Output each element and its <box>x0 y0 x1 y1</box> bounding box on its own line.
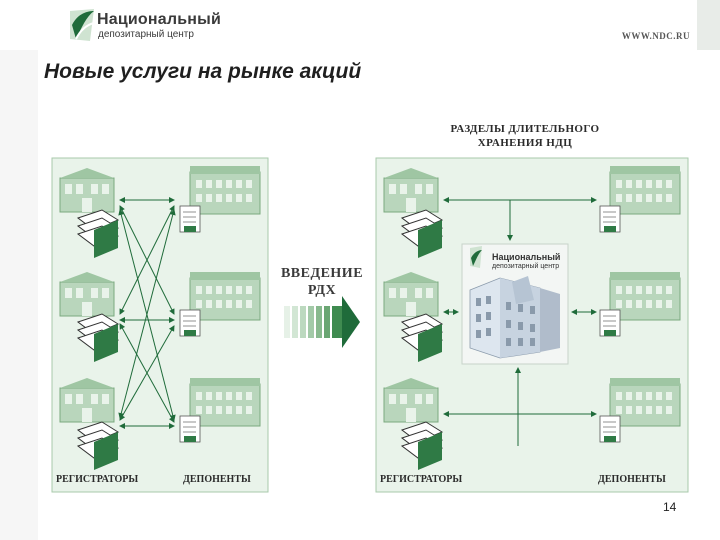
header <box>0 0 720 50</box>
right-depositors-label: ДЕПОНЕНТЫ <box>598 474 666 485</box>
slide-title: Новые услуги на рынке акций <box>44 60 362 83</box>
page-number: 14 <box>663 500 677 514</box>
header-right-decor <box>697 0 720 50</box>
rdx-title-line2: ХРАНЕНИЯ НДЦ <box>477 137 573 149</box>
intro-label: ВВЕДЕНИЕ РДХ <box>272 265 372 299</box>
left-decor-strip <box>0 0 38 540</box>
site-url[interactable]: WWW.NDC.RU <box>621 31 690 41</box>
left-depositors-label: ДЕПОНЕНТЫ <box>183 474 251 485</box>
intro-arrow <box>284 296 360 348</box>
ndc-building-image <box>469 276 560 359</box>
rdx-title-line1: РАЗДЕЛЫ ДЛИТЕЛЬНОГО <box>450 123 600 135</box>
intro-line2: РДХ <box>307 283 337 298</box>
right-registrars-label: РЕГИСТРАТОРЫ <box>380 474 463 485</box>
brand-name: Национальный <box>97 11 222 28</box>
ndc-logo-icon <box>70 9 95 41</box>
center-logo-name: Национальный <box>492 252 561 262</box>
center-logo-subtitle: депозитарный центр <box>492 263 560 270</box>
brand-subtitle: депозитарный центр <box>98 29 194 40</box>
intro-line1: ВВЕДЕНИЕ <box>280 266 364 281</box>
left-registrars-label: РЕГИСТРАТОРЫ <box>56 474 139 485</box>
rdx-title: РАЗДЕЛЫ ДЛИТЕЛЬНОГО ХРАНЕНИЯ НДЦ <box>420 122 630 150</box>
